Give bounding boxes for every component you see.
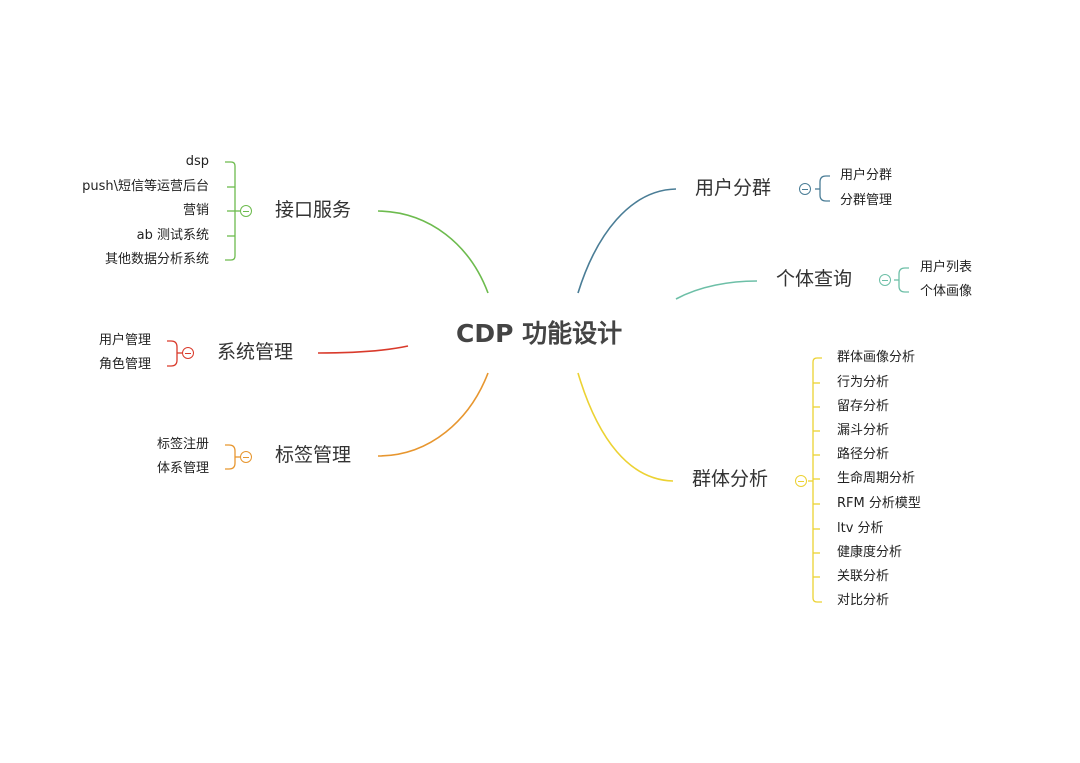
leaf-user-group-2[interactable]: 分群管理 — [840, 193, 893, 208]
leaf-system-2[interactable]: 角色管理 — [98, 357, 151, 372]
branch-individual[interactable]: 个体查询 — [776, 268, 853, 290]
collapse-toggle-interface[interactable] — [240, 205, 252, 217]
leaf-interface-5[interactable]: 其他数据分析系统 — [104, 252, 209, 267]
collapse-toggle-user-group[interactable] — [799, 183, 811, 195]
bracket-tag — [225, 444, 240, 470]
connector-individual — [675, 280, 758, 300]
collapse-toggle-tag[interactable] — [240, 451, 252, 463]
bracket-user-group — [815, 175, 830, 202]
leaf-group-analysis-9[interactable]: 健康度分析 — [837, 545, 903, 560]
leaf-user-group-1[interactable]: 用户分群 — [840, 168, 893, 183]
bracket-group-analysis — [808, 357, 822, 603]
bracket-interface — [225, 161, 240, 261]
leaf-group-analysis-6[interactable]: 生命周期分析 — [837, 471, 916, 486]
leaf-group-analysis-11[interactable]: 对比分析 — [837, 593, 890, 608]
collapse-toggle-group-analysis[interactable] — [795, 475, 807, 487]
branch-interface[interactable]: 接口服务 — [275, 199, 352, 221]
connector-user-group — [577, 188, 677, 294]
branch-user-group[interactable]: 用户分群 — [695, 177, 772, 199]
leaf-interface-1[interactable]: dsp — [185, 154, 209, 169]
leaf-system-1[interactable]: 用户管理 — [98, 333, 151, 348]
branch-tag[interactable]: 标签管理 — [275, 444, 352, 466]
leaf-group-analysis-5[interactable]: 路径分析 — [837, 447, 890, 462]
leaf-interface-4[interactable]: ab 测试系统 — [136, 228, 209, 243]
connector-tag — [377, 372, 489, 457]
connector-group-analysis — [577, 372, 674, 482]
connector-interface — [377, 210, 489, 294]
bracket-system — [167, 340, 182, 367]
leaf-group-analysis-2[interactable]: 行为分析 — [837, 375, 890, 390]
leaf-tag-2[interactable]: 体系管理 — [156, 461, 209, 476]
leaf-group-analysis-4[interactable]: 漏斗分析 — [837, 423, 890, 438]
leaf-group-analysis-7[interactable]: RFM 分析模型 — [837, 496, 921, 511]
leaf-group-analysis-8[interactable]: ltv 分析 — [837, 521, 884, 536]
leaf-tag-1[interactable]: 标签注册 — [156, 437, 209, 452]
connector-system — [317, 345, 409, 354]
leaf-group-analysis-10[interactable]: 关联分析 — [837, 569, 890, 584]
leaf-group-analysis-1[interactable]: 群体画像分析 — [837, 350, 916, 365]
leaf-interface-2[interactable]: push\短信等运营后台 — [82, 179, 209, 194]
collapse-toggle-system[interactable] — [182, 347, 194, 359]
leaf-interface-3[interactable]: 营销 — [182, 203, 209, 218]
bracket-individual — [894, 267, 909, 293]
root-topic[interactable]: CDP 功能设计 — [456, 319, 623, 348]
branch-system[interactable]: 系统管理 — [217, 341, 294, 363]
leaf-individual-1[interactable]: 用户列表 — [920, 260, 973, 275]
leaf-individual-2[interactable]: 个体画像 — [920, 284, 973, 299]
leaf-group-analysis-3[interactable]: 留存分析 — [837, 399, 890, 414]
collapse-toggle-individual[interactable] — [879, 274, 891, 286]
branch-group-analysis[interactable]: 群体分析 — [692, 468, 769, 490]
